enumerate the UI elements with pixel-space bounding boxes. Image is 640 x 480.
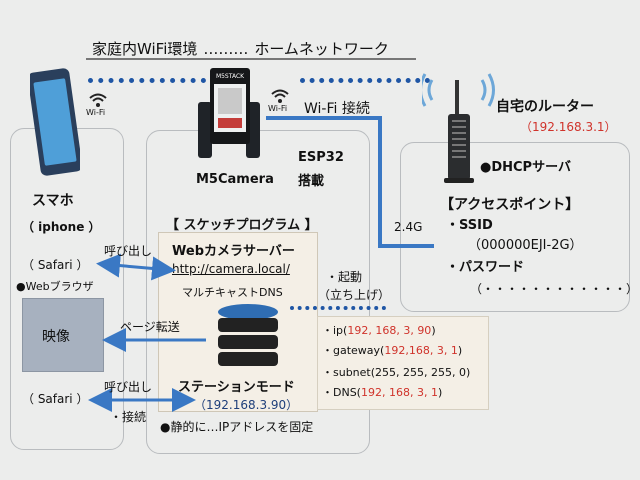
smartphone-icon bbox=[30, 68, 80, 176]
wifi-label-camera: Wi-Fi bbox=[268, 104, 288, 113]
wifi-label-phone: Wi-Fi bbox=[86, 108, 106, 117]
config-subnet: ・subnet(255, 255, 255, 0) bbox=[322, 366, 471, 379]
ssid-value: （000000EJI-2G） bbox=[468, 238, 583, 253]
station-ip: （192.168.3.90） bbox=[194, 398, 299, 412]
router-group bbox=[400, 142, 630, 312]
dhcp-label: ●DHCPサーバ bbox=[480, 160, 571, 175]
router-icon bbox=[422, 73, 495, 183]
smartphone-model: （ iphone ） bbox=[22, 220, 101, 234]
config-link bbox=[290, 306, 386, 310]
startup-sub-label: （立ち上げ） bbox=[318, 288, 391, 302]
page-transfer-label: ページ転送 bbox=[120, 320, 180, 334]
config-ip-suffix: ) bbox=[431, 324, 436, 337]
ssid-label: ・SSID bbox=[446, 218, 493, 233]
config-gateway-value: 192,168, 3, 1 bbox=[384, 344, 458, 357]
call-arrow-top bbox=[96, 253, 176, 281]
title-left: 家庭内WiFi環境 bbox=[92, 40, 198, 58]
startup-label: ・起動 bbox=[326, 270, 363, 284]
config-dns-suffix: ) bbox=[437, 386, 443, 399]
title-dots: ……… bbox=[203, 40, 249, 58]
m5camera-icon: M5STACK bbox=[198, 68, 260, 158]
wifi-icon-camera bbox=[271, 89, 289, 103]
safari-bottom: （ Safari ） bbox=[22, 392, 89, 406]
smartphone-label: スマホ bbox=[32, 193, 74, 209]
config-gateway: ・gateway(192,168, 3, 1) bbox=[322, 342, 462, 358]
config-dns-prefix: ・DNS( bbox=[322, 386, 361, 399]
band-label: 2.4G bbox=[394, 220, 423, 234]
server-url: http://camera.local/ bbox=[172, 262, 290, 276]
router-ip: （192.168.3.1） bbox=[520, 120, 617, 134]
password-label: ・パスワード bbox=[446, 260, 525, 275]
call-label-top: 呼び出し bbox=[104, 244, 153, 258]
mounted-label: 搭載 bbox=[298, 174, 325, 189]
title-right: ホームネットワーク bbox=[254, 40, 389, 58]
diagram-title: 家庭内WiFi環境 ……… ホームネットワーク bbox=[92, 38, 389, 59]
connect-label: ・接続 bbox=[110, 410, 147, 424]
web-camera-server: Webカメラサーバー bbox=[172, 244, 295, 259]
video-label: 映像 bbox=[42, 329, 70, 345]
static-ip-note: ●静的に…IPアドレスを固定 bbox=[160, 420, 314, 434]
video-panel bbox=[22, 298, 104, 372]
config-ip-prefix: ・ip( bbox=[322, 324, 348, 337]
wifi-link-camera-router bbox=[300, 78, 430, 83]
password-value: （・・・・・・・・・・・・） bbox=[470, 282, 639, 296]
station-mode-label: ステーションモード bbox=[178, 380, 295, 395]
config-gateway-suffix: ) bbox=[457, 344, 463, 357]
m5camera-brand: M5STACK bbox=[216, 73, 245, 80]
wifi-icon-phone bbox=[89, 93, 107, 107]
web-browser-label: ●Webブラウザ bbox=[16, 280, 94, 293]
safari-top: （ Safari ） bbox=[22, 258, 89, 272]
m5camera-label: M5Camera bbox=[196, 172, 274, 187]
title-underline bbox=[86, 58, 416, 60]
esp32-label: ESP32 bbox=[298, 150, 344, 165]
access-point-title: 【アクセスポイント】 bbox=[440, 197, 580, 213]
config-ip: ・ip(192, 168, 3, 90) bbox=[322, 322, 436, 338]
config-gateway-prefix: ・gateway( bbox=[322, 344, 385, 357]
wifi-connect-label: Wi-Fi 接続 bbox=[304, 101, 370, 117]
wifi-link-phone-camera bbox=[88, 78, 206, 83]
config-dns-value: 192, 168, 3, 1 bbox=[360, 386, 438, 399]
mdns-label: マルチキャストDNS bbox=[182, 286, 283, 299]
call-label-bottom: 呼び出し bbox=[104, 380, 153, 394]
router-title: 自宅のルーター bbox=[496, 99, 594, 115]
database-icon bbox=[218, 304, 278, 366]
network-config-panel bbox=[317, 316, 489, 410]
config-ip-value: 192, 168, 3, 90 bbox=[347, 324, 432, 337]
sketch-title: 【 スケッチプログラム 】 bbox=[166, 218, 318, 233]
config-dns: ・DNS(192, 168, 3, 1) bbox=[322, 384, 442, 400]
